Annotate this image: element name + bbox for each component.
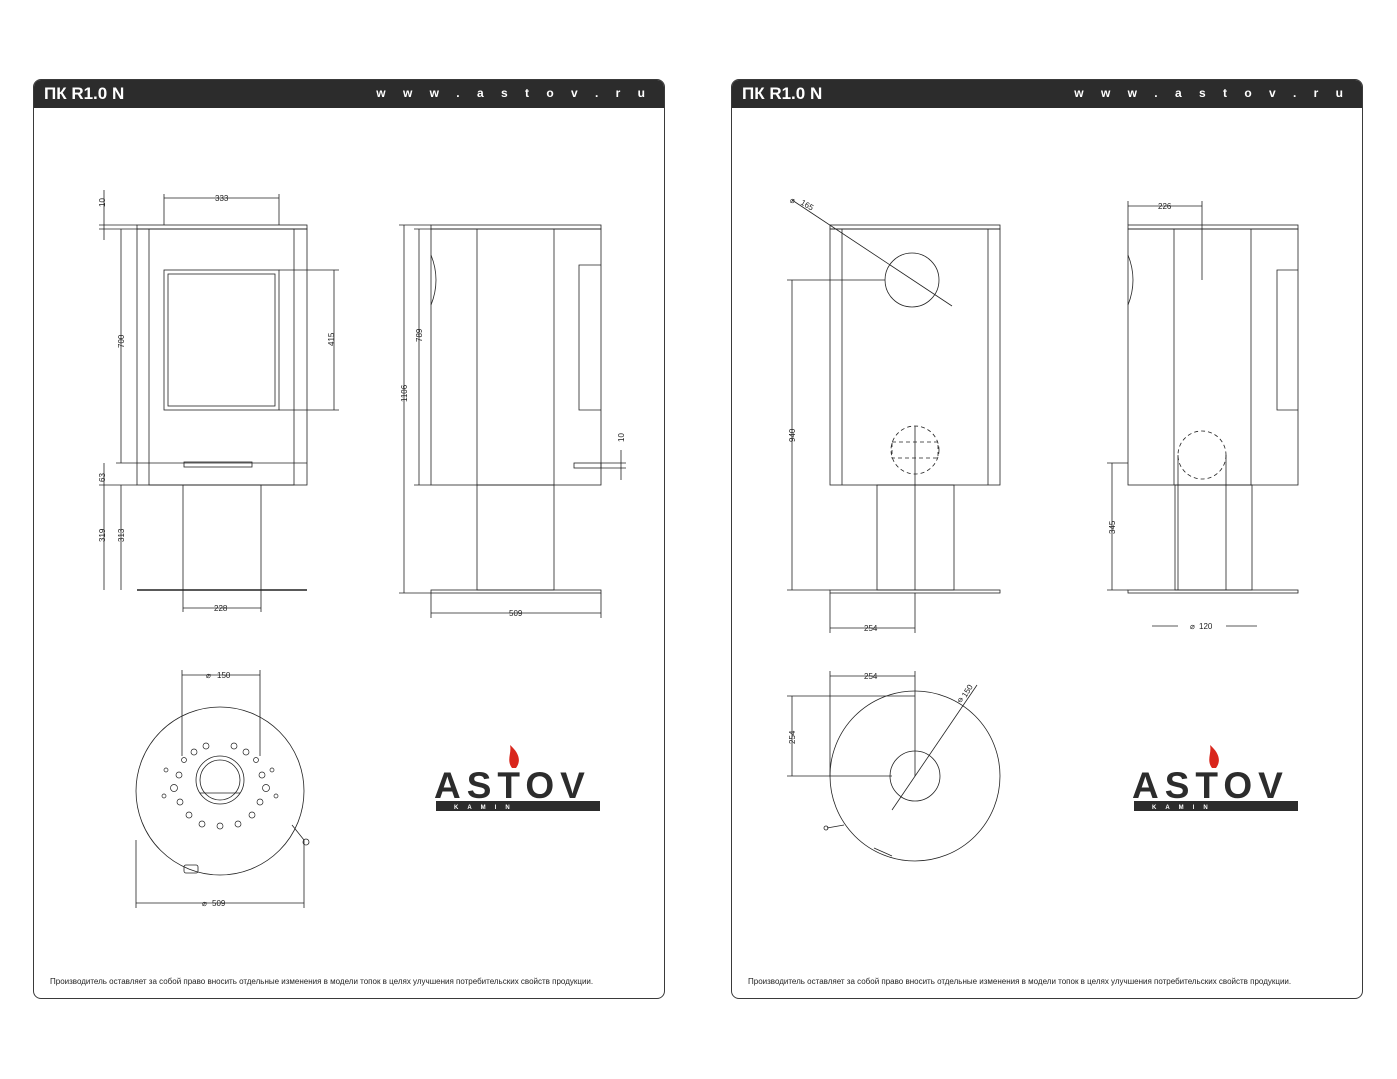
dim-flue-diameter-symbol: ⌀ [790, 196, 795, 205]
dimension-labels-left: 333 10 700 415 63 319 313 228 789 1106 1… [98, 194, 626, 908]
dim-glass-height: 415 [327, 332, 336, 346]
side-view [430, 224, 602, 594]
dim-top-flue-symbol: ⌀ [206, 671, 211, 680]
sheet-header: ПК R1.0 N w w w . a s t o v . r u [732, 80, 1362, 108]
dim-base-depth: 509 [509, 609, 523, 618]
drawing-sheet-front: ПК R1.0 N w w w . a s t o v . r u [33, 79, 665, 999]
logo-subtitle: KAMIN [454, 805, 519, 811]
dim-flue-height: 940 [788, 428, 797, 442]
dim-top-flue: 150 [217, 671, 231, 680]
dim-base-gap: 63 [98, 473, 107, 482]
dim-top-diameter-symbol: ⌀ [202, 899, 207, 908]
logo-subtitle: KAMIN [1152, 805, 1217, 811]
plan-view [787, 671, 1001, 862]
front-dimensions [99, 190, 339, 612]
technical-drawing-left: 333 10 700 415 63 319 313 228 789 1106 1… [98, 190, 626, 908]
rear-dimensions [787, 279, 916, 633]
dim-side-height: 345 [1108, 520, 1117, 534]
side-view-right [1127, 224, 1299, 594]
astov-logo: ASTOV KAMIN [434, 745, 600, 811]
logo-wordmark: ASTOV [434, 765, 591, 806]
top-view [135, 670, 310, 908]
dim-body-height: 700 [117, 334, 126, 348]
astov-logo: ASTOV KAMIN [1132, 745, 1298, 811]
dim-side-body: 789 [415, 328, 424, 342]
dim-bottom-flue-symbol: ⌀ [1190, 622, 1195, 631]
disclaimer-text: Производитель оставляет за собой право в… [50, 977, 594, 986]
flame-icon [509, 745, 519, 768]
dim-top-thickness: 10 [98, 198, 107, 207]
dimension-labels-right: ⌀ 165 940 254 226 345 ⌀ 120 254 254 ⌀ 15… [788, 196, 1213, 744]
dim-plan-y: 254 [788, 730, 797, 744]
sheet-header: ПК R1.0 N w w w . a s t o v . r u [34, 80, 664, 108]
rear-view [791, 199, 1001, 594]
drawing-sheet-rear: ПК R1.0 N w w w . a s t o v . r u [731, 79, 1363, 999]
dim-plan-flue: 150 [960, 683, 975, 700]
dim-top-diameter: 509 [212, 899, 226, 908]
dim-side-offset: 226 [1158, 202, 1172, 211]
vent-holes [161, 742, 279, 830]
dim-bottom-flue: 120 [1199, 622, 1213, 631]
side-dimensions [399, 224, 626, 618]
dim-plan-flue-symbol: ⌀ [958, 695, 963, 704]
front-view [136, 224, 308, 591]
dim-leg-width: 228 [214, 604, 228, 613]
dim-leg-inner: 313 [117, 528, 126, 542]
model-title: ПК R1.0 N [742, 84, 823, 103]
dim-total-height: 1106 [400, 384, 409, 402]
dim-plan-x: 254 [864, 672, 878, 681]
dim-top-width: 333 [215, 194, 229, 203]
website-link[interactable]: w w w . a s t o v . r u [1074, 86, 1350, 100]
dim-flue-diameter: 165 [799, 198, 816, 213]
disclaimer-text: Производитель оставляет за собой право в… [748, 977, 1292, 986]
side-dimensions-right [1107, 201, 1257, 627]
model-title: ПК R1.0 N [44, 84, 125, 103]
technical-drawing-right: ⌀ 165 940 254 226 345 ⌀ 120 254 254 ⌀ 15… [787, 196, 1299, 862]
dim-side-small: 10 [617, 433, 626, 442]
dim-rear-offset: 254 [864, 624, 878, 633]
flame-icon [1209, 745, 1219, 768]
logo-wordmark: ASTOV [1132, 765, 1289, 806]
website-link[interactable]: w w w . a s t o v . r u [376, 86, 652, 100]
dim-leg-outer: 319 [98, 528, 107, 542]
